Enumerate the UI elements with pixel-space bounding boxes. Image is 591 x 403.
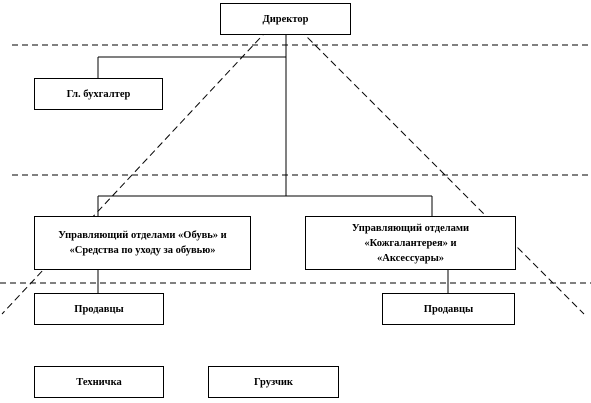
- sellers-left-box: Продавцы: [34, 293, 164, 325]
- chief-accountant-box: Гл. бухгалтер: [34, 78, 163, 110]
- sellers-left-label: Продавцы: [74, 303, 124, 315]
- manager-shoes-label: Управляющий отделами «Обувь» и «Средства…: [58, 230, 227, 256]
- pyramid-left-edge: [1, 21, 276, 315]
- pyramid-right-edge: [291, 21, 585, 315]
- sellers-right-label: Продавцы: [423, 303, 474, 315]
- cleaner-label: Техничка: [76, 376, 122, 388]
- sellers-right-box: Продавцы: [382, 293, 515, 325]
- loader-box: Грузчик: [208, 366, 339, 398]
- chief-accountant-label: Гл. бухгалтер: [66, 88, 131, 100]
- manager-shoes-box: Управляющий отделами «Обувь» и «Средства…: [34, 216, 251, 270]
- director-box: Директор: [220, 3, 351, 35]
- director-label: Директор: [262, 13, 309, 25]
- manager-leather-label: Управляющий отделами «Кожгалантерея» и «…: [351, 222, 470, 264]
- loader-label: Грузчик: [253, 376, 293, 388]
- cleaner-box: Техничка: [34, 366, 164, 398]
- manager-leather-box: Управляющий отделами «Кожгалантерея» и «…: [305, 216, 516, 270]
